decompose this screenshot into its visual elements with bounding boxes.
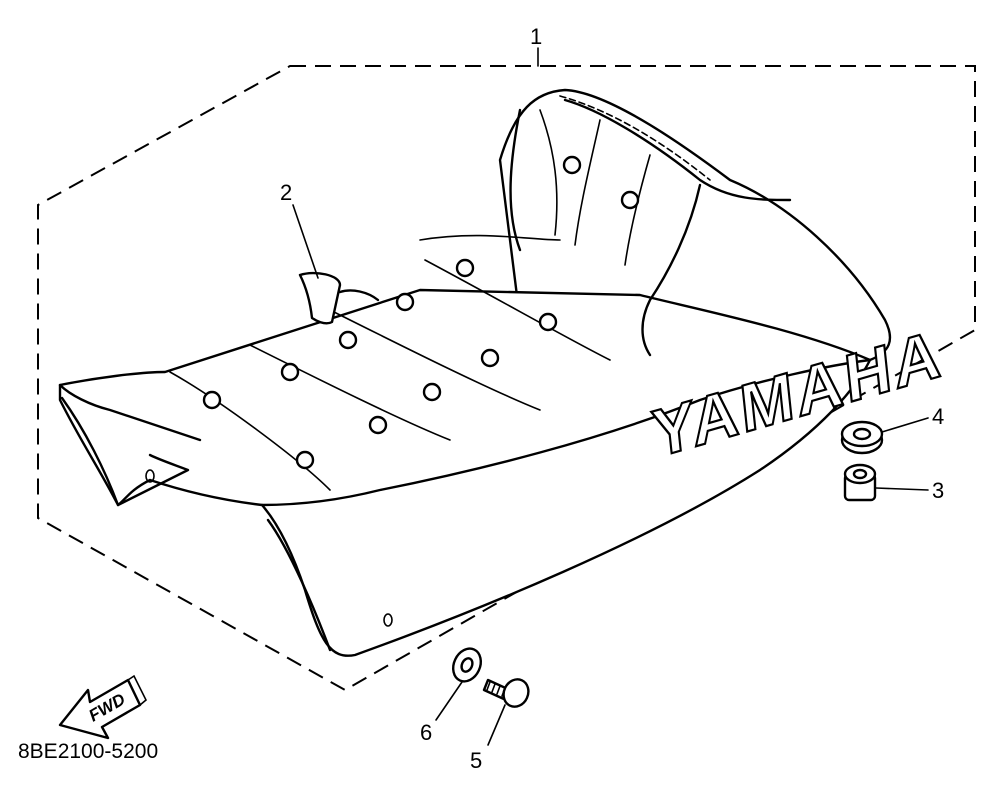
part-bolt	[482, 678, 530, 708]
seat-strap	[298, 271, 342, 325]
callout-3: 3	[932, 478, 944, 503]
seat-strap-slot	[338, 289, 380, 302]
seat-button	[368, 415, 388, 435]
seat-button	[455, 258, 475, 278]
seat-button	[480, 348, 500, 368]
part-grommet	[843, 463, 877, 502]
seat-front-underside	[60, 396, 190, 507]
seat-button	[422, 382, 442, 402]
seat-hump-piping	[559, 95, 711, 181]
seat-button	[395, 292, 415, 312]
seat-pleat-3	[329, 309, 541, 411]
seat-button	[202, 390, 222, 410]
seat-button	[620, 190, 640, 210]
seat-hump-front	[509, 108, 522, 252]
seat-button	[538, 312, 558, 332]
mount-hole	[383, 613, 393, 627]
mount-hole	[145, 469, 155, 483]
seat-button	[338, 330, 358, 350]
callout-1: 1	[530, 24, 542, 49]
part-collar	[840, 420, 884, 455]
leader-line-3	[875, 487, 929, 491]
leader-line-4	[881, 417, 929, 433]
seat-button	[562, 155, 582, 175]
callout-6: 6	[420, 720, 432, 745]
seat-side-edge	[260, 358, 872, 507]
diagram-part-number: 8BE2100-5200	[18, 740, 158, 763]
forward-arrow-icon: FWD	[58, 674, 147, 740]
seat-button	[280, 362, 300, 382]
seat-pleat-4	[424, 259, 611, 361]
seat-hump-seam	[563, 98, 792, 202]
seat: YAMAHA	[58, 88, 948, 657]
seat-front-lip	[58, 383, 202, 442]
seat-hump-pleat-2	[574, 119, 601, 246]
seat-hump-pleat-1	[539, 109, 558, 236]
leader-line-5	[487, 704, 506, 746]
seat-lower-edge	[266, 518, 332, 652]
callout-5: 5	[470, 748, 482, 773]
seat-buttons	[202, 155, 640, 470]
seat-base	[58, 288, 872, 657]
seat-button	[295, 450, 315, 470]
leader-line-2	[292, 204, 319, 279]
seat-pleat-5	[419, 234, 561, 241]
seat-hump-side	[641, 183, 702, 357]
leader-line-6	[435, 681, 463, 721]
part-washer	[452, 647, 482, 683]
assembly-boundary	[37, 65, 976, 692]
callout-2: 2	[280, 180, 292, 205]
callout-4: 4	[932, 404, 944, 429]
seat-pleat-2	[249, 344, 451, 441]
seat-hump-pleat-3	[624, 154, 651, 266]
seat-pleat-1	[169, 371, 331, 491]
